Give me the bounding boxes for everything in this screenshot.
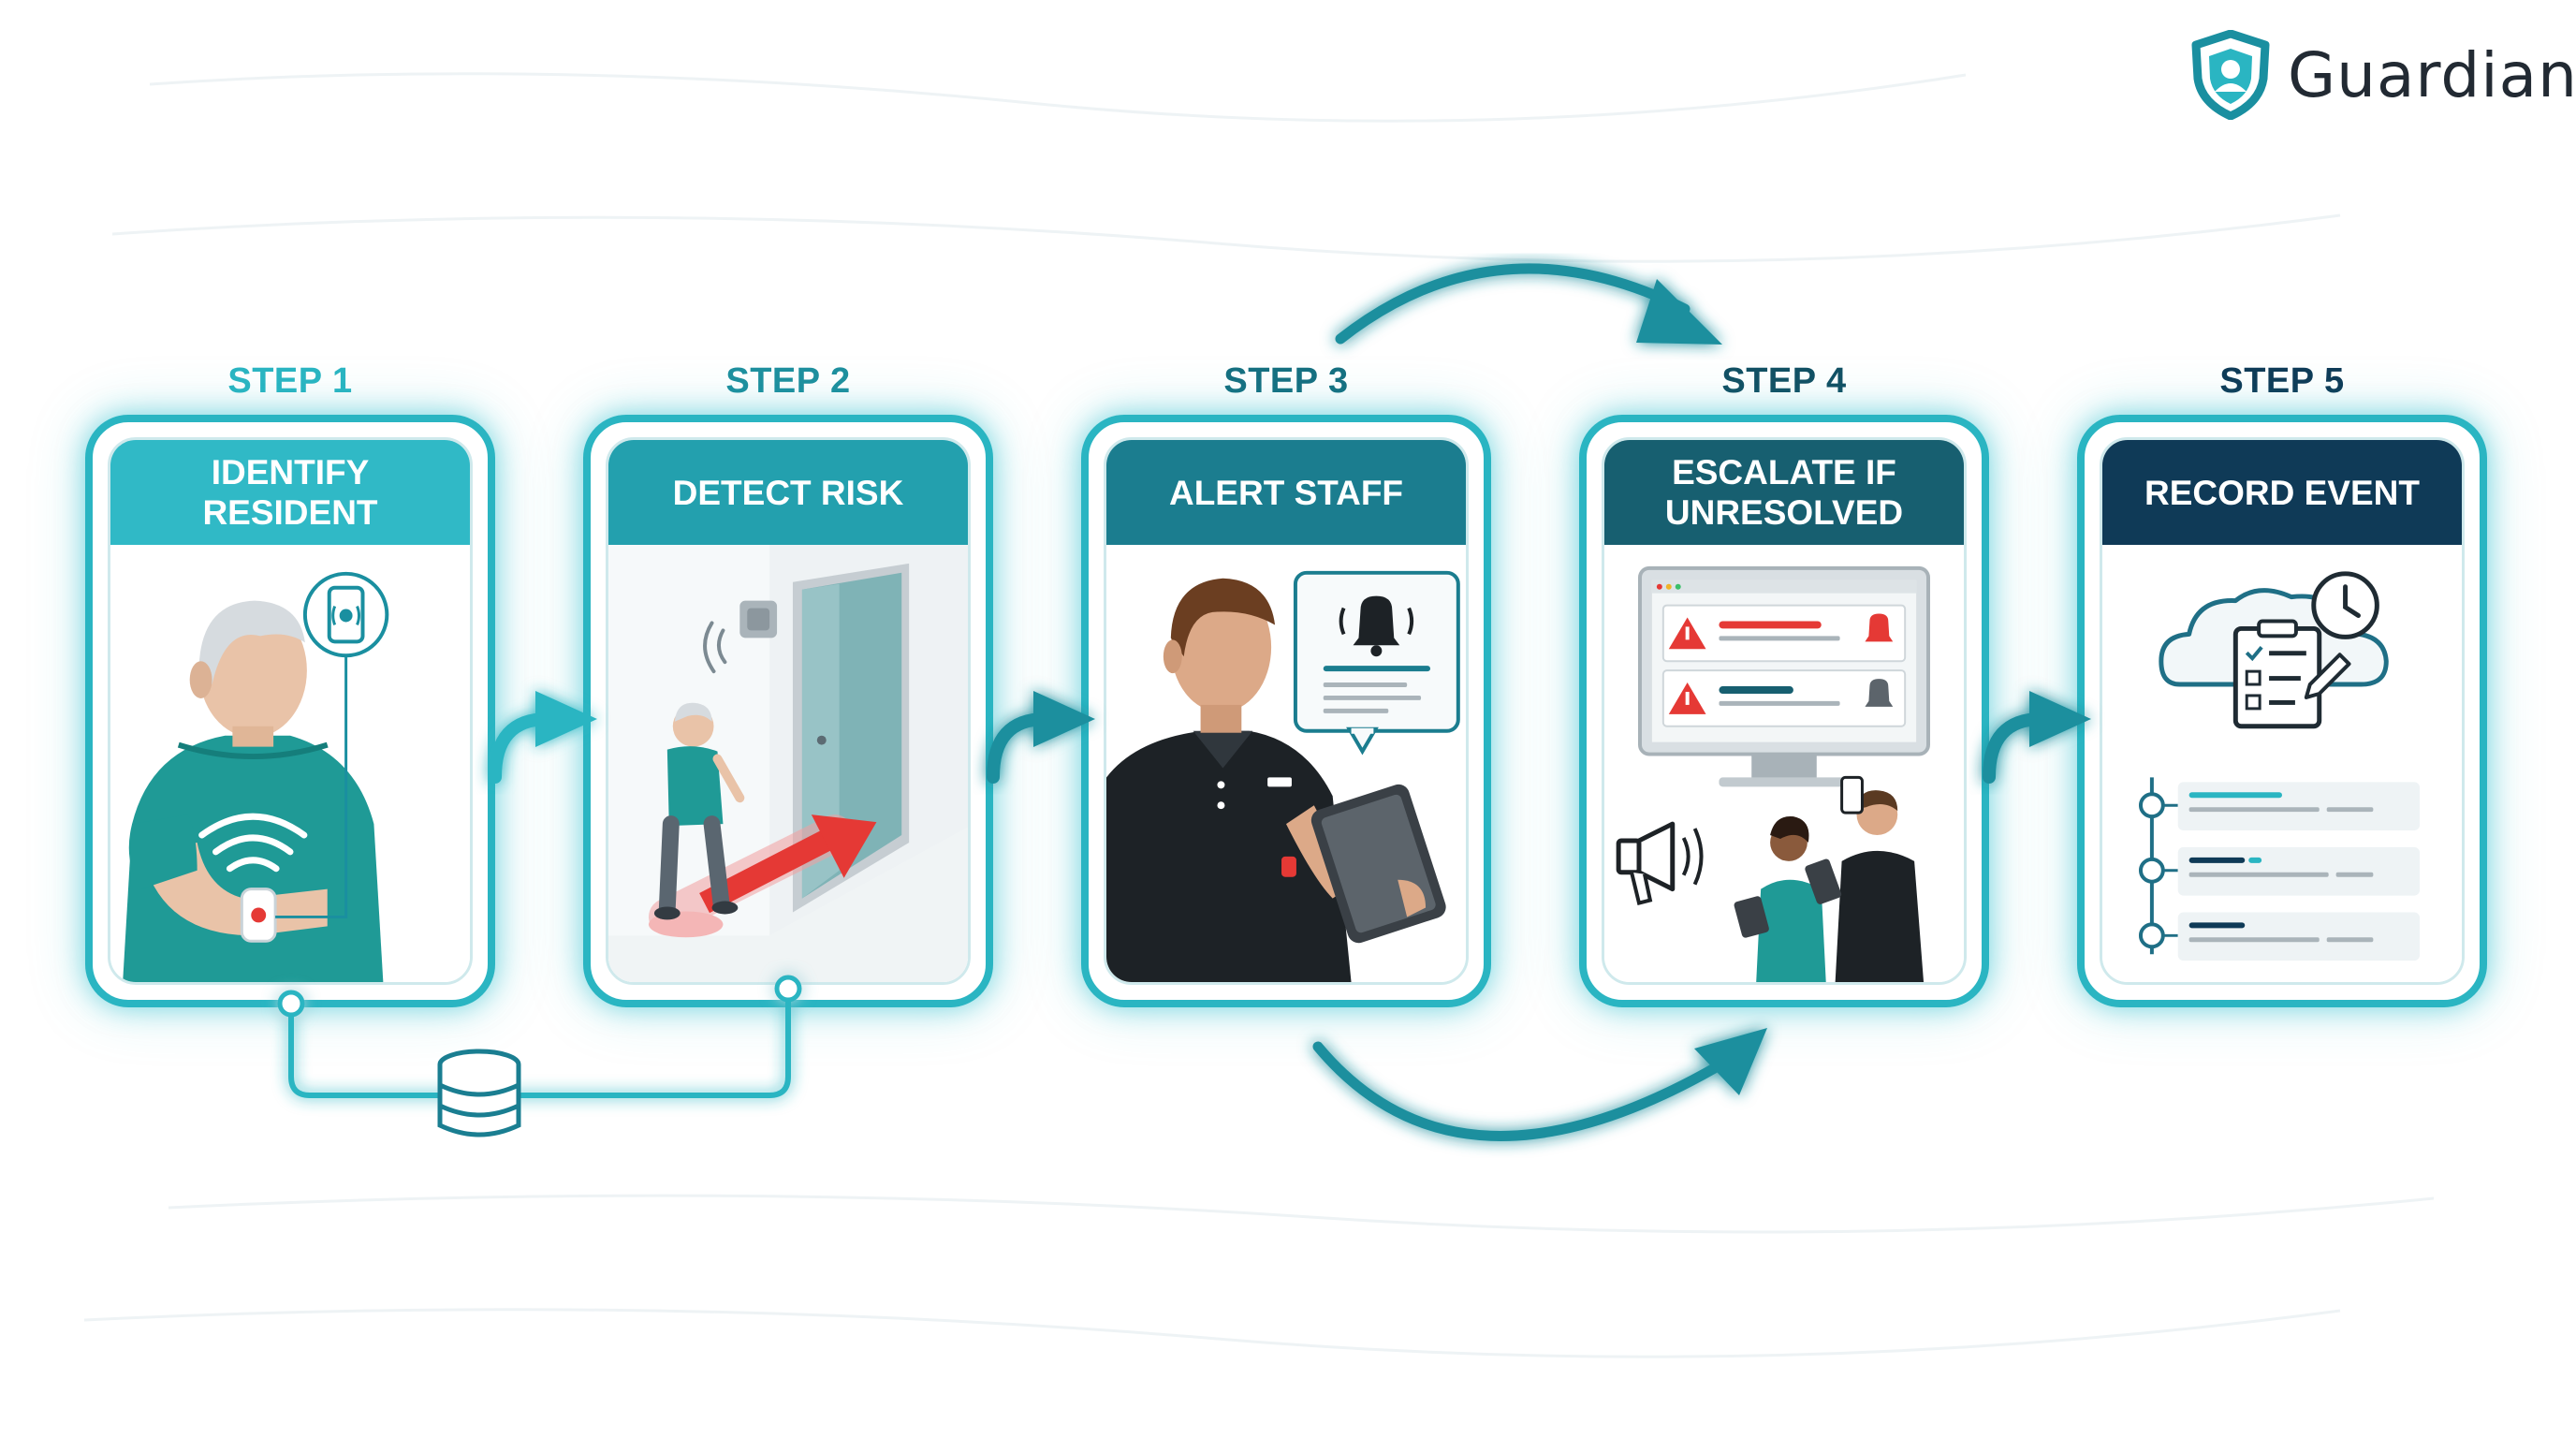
- timeline-entry: [2138, 912, 2421, 961]
- alert-row: [1661, 604, 1907, 663]
- step-3-label: STEP 3: [1223, 361, 1349, 401]
- megaphone-icon: [1616, 821, 1704, 905]
- bell-icon: [1339, 595, 1414, 657]
- step-3-card[interactable]: ALERT STAFF: [1081, 415, 1491, 1007]
- guardian-logo[interactable]: Guardian: [2188, 28, 2576, 122]
- step-4-label: STEP 4: [1721, 361, 1847, 401]
- step-5-label: STEP 5: [2219, 361, 2345, 401]
- staff-tablet-alert-illustration: [1106, 545, 1466, 982]
- step-5-title: RECORD EVENT: [2102, 440, 2462, 545]
- cloud-record-illustration: [2102, 545, 2462, 982]
- step-1-card[interactable]: IDENTIFY RESIDENT: [85, 415, 495, 1007]
- timeline-entry: [2138, 846, 2421, 896]
- timeline-entry: [2138, 782, 2421, 831]
- step-2-title: DETECT RISK: [608, 440, 968, 545]
- shield-person-icon: [2191, 30, 2270, 120]
- step-4-card[interactable]: ESCALATE IF UNRESOLVED: [1579, 415, 1989, 1007]
- door-exit-risk-illustration: [608, 545, 968, 982]
- brand-name: Guardian: [2288, 38, 2576, 111]
- step-2-card[interactable]: DETECT RISK: [583, 415, 993, 1007]
- resident-wristband-illustration: [110, 545, 470, 982]
- alert-row: [1661, 669, 1907, 727]
- step-1-label: STEP 1: [227, 361, 353, 401]
- clipboard-checklist-icon: [2232, 619, 2351, 729]
- escalation-monitor-illustration: [1604, 545, 1964, 982]
- step-3-title: ALERT STAFF: [1106, 440, 1466, 545]
- step-2-label: STEP 2: [725, 361, 851, 401]
- step-1-title: IDENTIFY RESIDENT: [110, 440, 470, 545]
- step-4-title: ESCALATE IF UNRESOLVED: [1604, 440, 1964, 545]
- clock-icon: [2311, 571, 2379, 639]
- step-5-card[interactable]: RECORD EVENT: [2077, 415, 2487, 1007]
